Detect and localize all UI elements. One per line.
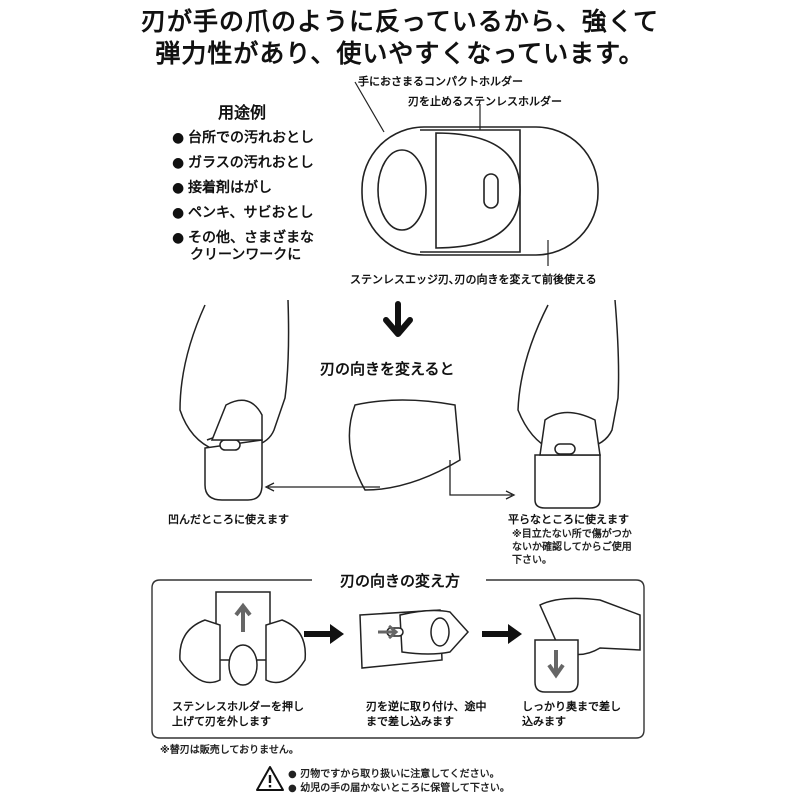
step2-illustration <box>359 609 470 669</box>
hand-left-illustration <box>179 299 290 501</box>
arrow-down-icon <box>383 301 413 337</box>
bullet-icon: ● <box>172 205 185 221</box>
usage-item-continuation: クリーンワークに <box>190 247 302 263</box>
arrow-right-icon <box>304 624 344 644</box>
warning-triangle-icon <box>256 766 284 791</box>
step1-text-2: 上げて刃を外します <box>172 715 271 728</box>
headline-line-2: 弾力性があり、使いやすくなっています。 <box>155 39 645 68</box>
label-compact-holder: 手におさまるコンパクトホルダー <box>358 75 523 88</box>
usage-item: ●その他、さまざまな <box>172 226 314 251</box>
warning-line-1: ● 刃物ですから取り扱いに注意してください。 <box>288 769 500 780</box>
bullet-icon: ● <box>172 230 185 246</box>
caption-flat-note-2: ないか確認してからご使用 <box>512 542 632 553</box>
bullet-icon: ● <box>172 130 185 146</box>
usage-title: 用途例 <box>218 103 267 122</box>
usage-item: ●接着剤はがし <box>172 176 314 201</box>
label-stainless-edge: ステンレスエッジ刃､刃の向きを変えて前後使える <box>350 273 597 286</box>
hand-right-illustration <box>517 299 620 509</box>
usage-item: ●台所での汚れおとし <box>172 126 314 151</box>
bullet-icon: ● <box>172 155 185 171</box>
step3-text-1: しっかり奥まで差し <box>522 700 621 713</box>
replacement-note: ※替刃は販売しておりません。 <box>160 745 299 756</box>
step1-text-1: ステンレスホルダーを押し <box>172 700 304 713</box>
step2-text-2: まで差し込みます <box>366 715 454 728</box>
change-title: 刃の向きの変え方 <box>316 570 484 591</box>
step3-illustration <box>534 597 641 693</box>
direction-title: 刃の向きを変えると <box>320 360 455 378</box>
step2-text-1: 刃を逆に取り付け、途中 <box>366 700 487 713</box>
caption-flat-note-3: 下さい。 <box>512 555 552 566</box>
direction-connectors <box>264 460 516 500</box>
caption-flat: 平らなところに使えます <box>508 513 629 526</box>
blade-illustration <box>348 399 461 491</box>
headline-line-1: 刃が手の爪のように反っているから、強くて <box>140 7 659 36</box>
step1-illustration <box>179 591 307 686</box>
label-stainless-holder: 刃を止めるステンレスホルダー <box>408 95 562 108</box>
arrow-right-icon <box>482 624 522 644</box>
step3-text-2: 込みます <box>522 715 566 728</box>
usage-item: ●ガラスの汚れおとし <box>172 151 314 176</box>
how-to-box <box>151 579 645 739</box>
usage-item: ●ペンキ、サビおとし <box>172 201 314 226</box>
caption-concave: 凹んだところに使えます <box>168 513 289 526</box>
scraper-product-illustration <box>354 81 599 266</box>
caption-flat-note-1: ※目立たない所で傷がつか <box>512 529 632 540</box>
warning-line-2: ● 幼児の手の届かないところに保管して下さい。 <box>288 783 510 794</box>
usage-list: ●台所での汚れおとし ●ガラスの汚れおとし ●接着剤はがし ●ペンキ、サビおとし… <box>172 126 314 251</box>
bullet-icon: ● <box>172 180 185 196</box>
